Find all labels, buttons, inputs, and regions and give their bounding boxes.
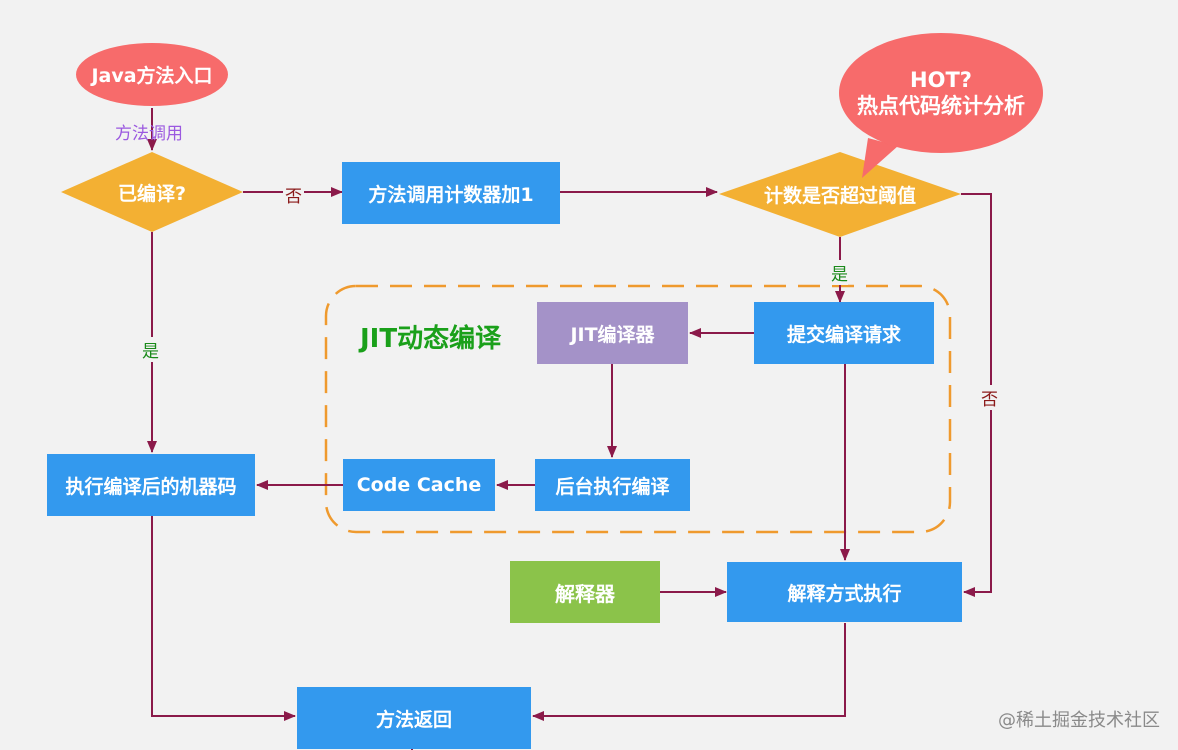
method-call-label: 方法调用	[115, 124, 183, 144]
jit-compiler-label: JIT编译器	[570, 323, 655, 346]
hot-bubble-tail	[862, 138, 898, 178]
watermark: @稀土掘金技术社区	[998, 710, 1160, 731]
jit-compiler-box: JIT编译器	[537, 302, 688, 364]
hot-bubble: HOT? 热点代码统计分析	[839, 33, 1043, 153]
compiled-check-label: 已编译?	[117, 182, 187, 205]
method-return-label: 方法返回	[375, 708, 452, 731]
hot-desc-label: 热点代码统计分析	[857, 94, 1025, 118]
method-return-box: 方法返回	[297, 687, 531, 749]
jit-region-title: JIT动态编译	[360, 324, 502, 354]
code-cache-label: Code Cache	[356, 474, 482, 496]
code-cache-box: Code Cache	[343, 459, 495, 511]
hot-label: HOT?	[910, 67, 972, 92]
interpret-execute-label: 解释方式执行	[787, 582, 902, 605]
compiled-check-diamond	[61, 152, 243, 232]
threshold-check-label-wrap: 计数是否超过阈值	[719, 174, 961, 214]
compiled-check-label-wrap: 已编译?	[61, 172, 243, 212]
threshold-check-diamond	[719, 152, 961, 237]
execute-machine-code-label: 执行编译后的机器码	[65, 475, 237, 498]
interpret-execute-box: 解释方式执行	[727, 562, 962, 622]
threshold-yes-label: 是	[831, 260, 848, 285]
compiled-no-label: 否	[283, 182, 304, 207]
threshold-check-label: 计数是否超过阈值	[763, 184, 916, 207]
start-label: Java方法入口	[91, 65, 213, 87]
submit-request-label: 提交编译请求	[786, 323, 901, 346]
start-node: Java方法入口	[76, 43, 228, 106]
counter-increment-label: 方法调用计数器加1	[368, 183, 534, 206]
interpreter-label: 解释器	[555, 581, 615, 606]
edge-exec-to-return	[151, 516, 296, 721]
threshold-no-label: 否	[981, 385, 998, 410]
submit-request-box: 提交编译请求	[754, 302, 934, 364]
compiled-yes-label: 是	[142, 337, 159, 362]
jit-region-border	[324, 284, 952, 534]
edge-interpret-to-return	[532, 623, 846, 721]
background-compile-box: 后台执行编译	[535, 459, 690, 511]
counter-increment-box: 方法调用计数器加1	[342, 162, 560, 224]
execute-machine-code-box: 执行编译后的机器码	[47, 454, 255, 516]
background-compile-label: 后台执行编译	[555, 475, 670, 498]
interpreter-box: 解释器	[510, 561, 660, 623]
